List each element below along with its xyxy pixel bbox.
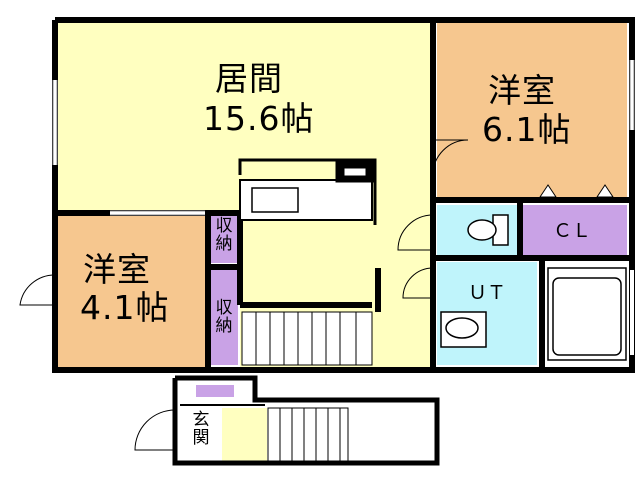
stairs-lower: [267, 407, 349, 462]
kitchen-counter: [238, 158, 377, 225]
storage-lower-label: 収納: [215, 298, 233, 336]
living-room-size: 15.6帖: [203, 99, 315, 138]
entrance-floor: [222, 408, 267, 463]
bathtub-fixture: [547, 267, 627, 361]
western-small-size: 4.1帖: [80, 288, 170, 327]
utility-label: ＵＴ: [468, 282, 507, 304]
entrance-storage: [196, 385, 234, 397]
western-room-small: [58, 215, 208, 367]
washbasin-fixture: [440, 311, 487, 348]
western-room-large: [437, 22, 627, 197]
toilet-fixture: [467, 214, 509, 246]
entrance-walls: [172, 375, 440, 466]
western-small-label: 洋室: [83, 250, 151, 289]
storage-upper: [210, 213, 238, 263]
entrance-label: 玄関: [192, 410, 210, 448]
stairs-upper: [241, 311, 373, 366]
storage-lower: [210, 270, 238, 365]
living-room-label: 居間: [215, 59, 283, 98]
closet: [521, 205, 627, 255]
hallway: [372, 312, 432, 365]
doors: [19, 139, 469, 451]
western-large-label: 洋室: [488, 71, 556, 110]
closet-label: ＣＬ: [553, 220, 592, 242]
storage-upper-label: 収納: [215, 216, 233, 254]
windows: [53, 60, 634, 355]
closet-marks: [539, 184, 614, 198]
western-large-size: 6.1帖: [482, 110, 572, 149]
